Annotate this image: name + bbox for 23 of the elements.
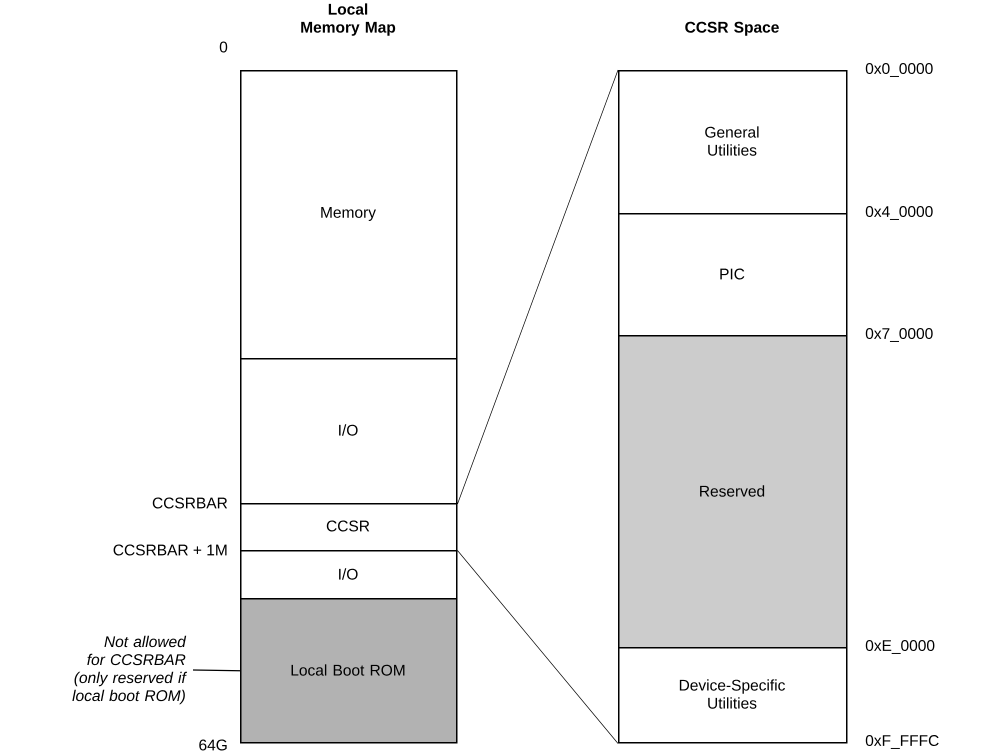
address-label: 0	[220, 42, 228, 52]
note-text: Not allowed for CCSRBAR (only reserved if local boot ROM)	[72, 636, 188, 704]
memory-region: Memory	[240, 70, 458, 360]
memory-region: PIC	[618, 213, 848, 336]
memory-region: CCSR	[240, 503, 458, 552]
address-label: 0x4_0000	[866, 206, 933, 220]
zoom-line	[457, 550, 618, 744]
leader-line	[193, 669, 240, 672]
memory-region: Reserved	[618, 335, 848, 648]
address-label: 0x7_0000	[866, 328, 933, 342]
memory-region: Local Boot ROM	[240, 598, 458, 744]
address-label: CCSRBAR + 1M	[114, 544, 226, 556]
zoom-line	[457, 70, 618, 504]
address-label: CCSRBAR	[152, 498, 228, 508]
memory-region: Device-Specific Utilities	[618, 647, 848, 744]
address-label: 0x0_0000	[866, 63, 933, 77]
memory-region: General Utilities	[618, 70, 848, 214]
address-label: 0xE_0000	[866, 640, 934, 654]
address-label: 0xF_FFFC	[866, 735, 939, 749]
column-heading: Local Memory Map	[301, 3, 396, 36]
column-heading: CCSR Space	[685, 22, 779, 36]
memory-region: I/O	[240, 550, 458, 600]
address-label: 64G	[199, 740, 227, 750]
